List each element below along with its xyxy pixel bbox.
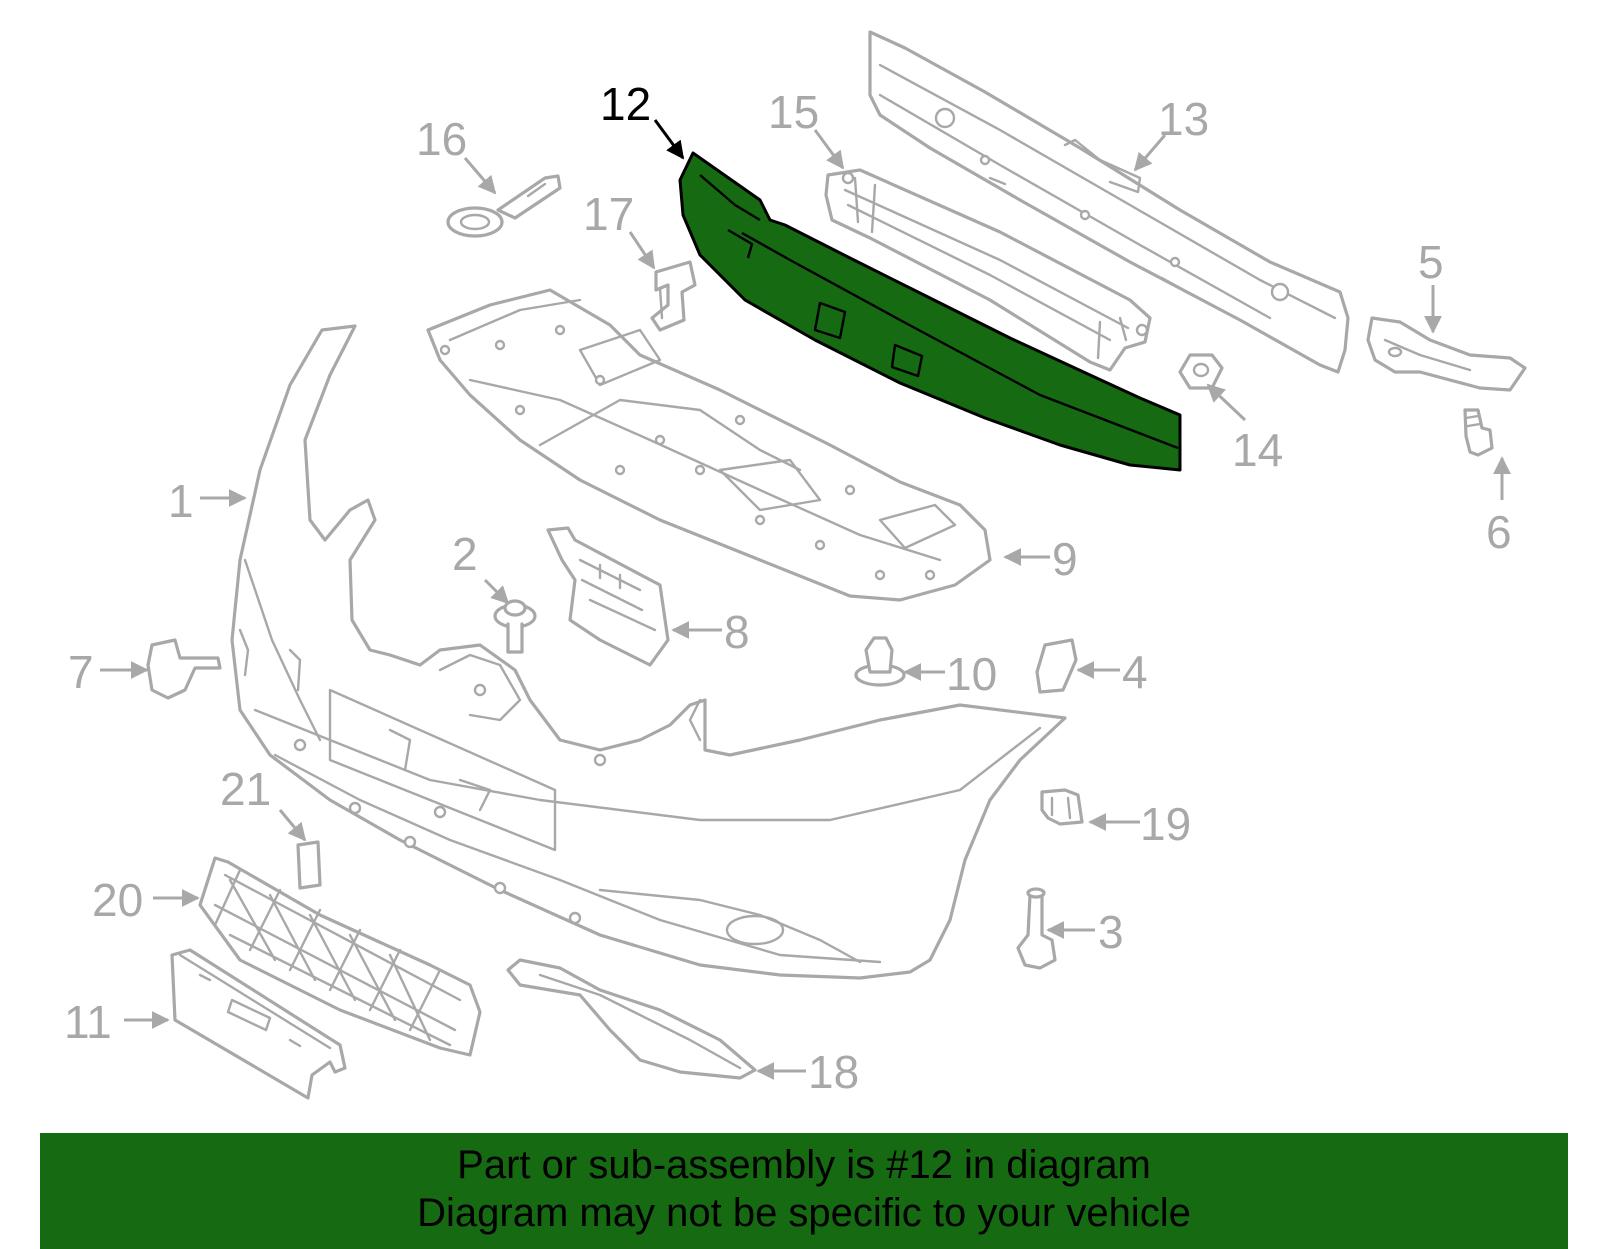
part-7-sensor-bracket (146, 638, 222, 700)
callout-4: 4 (1122, 646, 1148, 698)
part-5-side-bracket (1366, 316, 1527, 392)
part-16-tow-hook (446, 174, 562, 238)
part-2-clip (493, 599, 537, 654)
part-10-clip (854, 636, 906, 687)
part-15-bracket (824, 168, 1152, 372)
callout-17: 17 (583, 188, 634, 240)
part-1-bumper-fascia (230, 324, 1067, 980)
leader-lines (100, 119, 1511, 1080)
callout-6: 6 (1486, 506, 1512, 558)
part-18-lower-trim (506, 958, 757, 1080)
callout-12: 12 (600, 78, 651, 130)
part-3-bolt (1016, 887, 1057, 970)
part-13-reinforcement (868, 30, 1350, 374)
callout-labels: 1 2 3 4 5 6 7 8 9 10 11 12 13 14 15 16 1… (64, 78, 1512, 1098)
part-4-clip (1035, 638, 1078, 694)
callout-1: 1 (168, 475, 194, 527)
callout-20: 20 (92, 874, 143, 926)
callout-2: 2 (452, 528, 478, 580)
banner-line-1: Part or sub-assembly is #12 in diagram (457, 1143, 1151, 1187)
part-17-bracket (650, 260, 697, 332)
callout-8: 8 (724, 606, 750, 658)
callout-13: 13 (1158, 93, 1209, 145)
part-8-bracket (546, 526, 670, 667)
part-21-clip (296, 840, 322, 890)
callout-11: 11 (64, 996, 112, 1048)
callout-18: 18 (808, 1046, 859, 1098)
banner-line-2: Diagram may not be specific to your vehi… (417, 1191, 1191, 1235)
callout-16: 16 (416, 113, 467, 165)
callout-19: 19 (1140, 798, 1191, 850)
part-6-bolt (1463, 408, 1494, 457)
callout-9: 9 (1052, 533, 1078, 585)
part-14-nut (1178, 353, 1224, 390)
part-11-plate-bracket (170, 948, 347, 1100)
callout-10: 10 (946, 648, 997, 700)
part-20-lower-grille (198, 856, 482, 1057)
callout-5: 5 (1418, 236, 1444, 288)
callout-21: 21 (220, 763, 271, 815)
callout-14: 14 (1232, 424, 1283, 476)
part-19-clip (1040, 788, 1084, 826)
part-12-energy-absorber (678, 151, 1182, 472)
callout-3: 3 (1098, 906, 1124, 958)
callout-7: 7 (68, 646, 94, 698)
part-9-undercover (426, 288, 992, 602)
callout-15: 15 (768, 86, 819, 138)
parts-diagram: 1 2 3 4 5 6 7 8 9 10 11 12 13 14 15 16 1… (64, 30, 1527, 1100)
info-banner: Part or sub-assembly is #12 in diagram D… (40, 1133, 1568, 1249)
